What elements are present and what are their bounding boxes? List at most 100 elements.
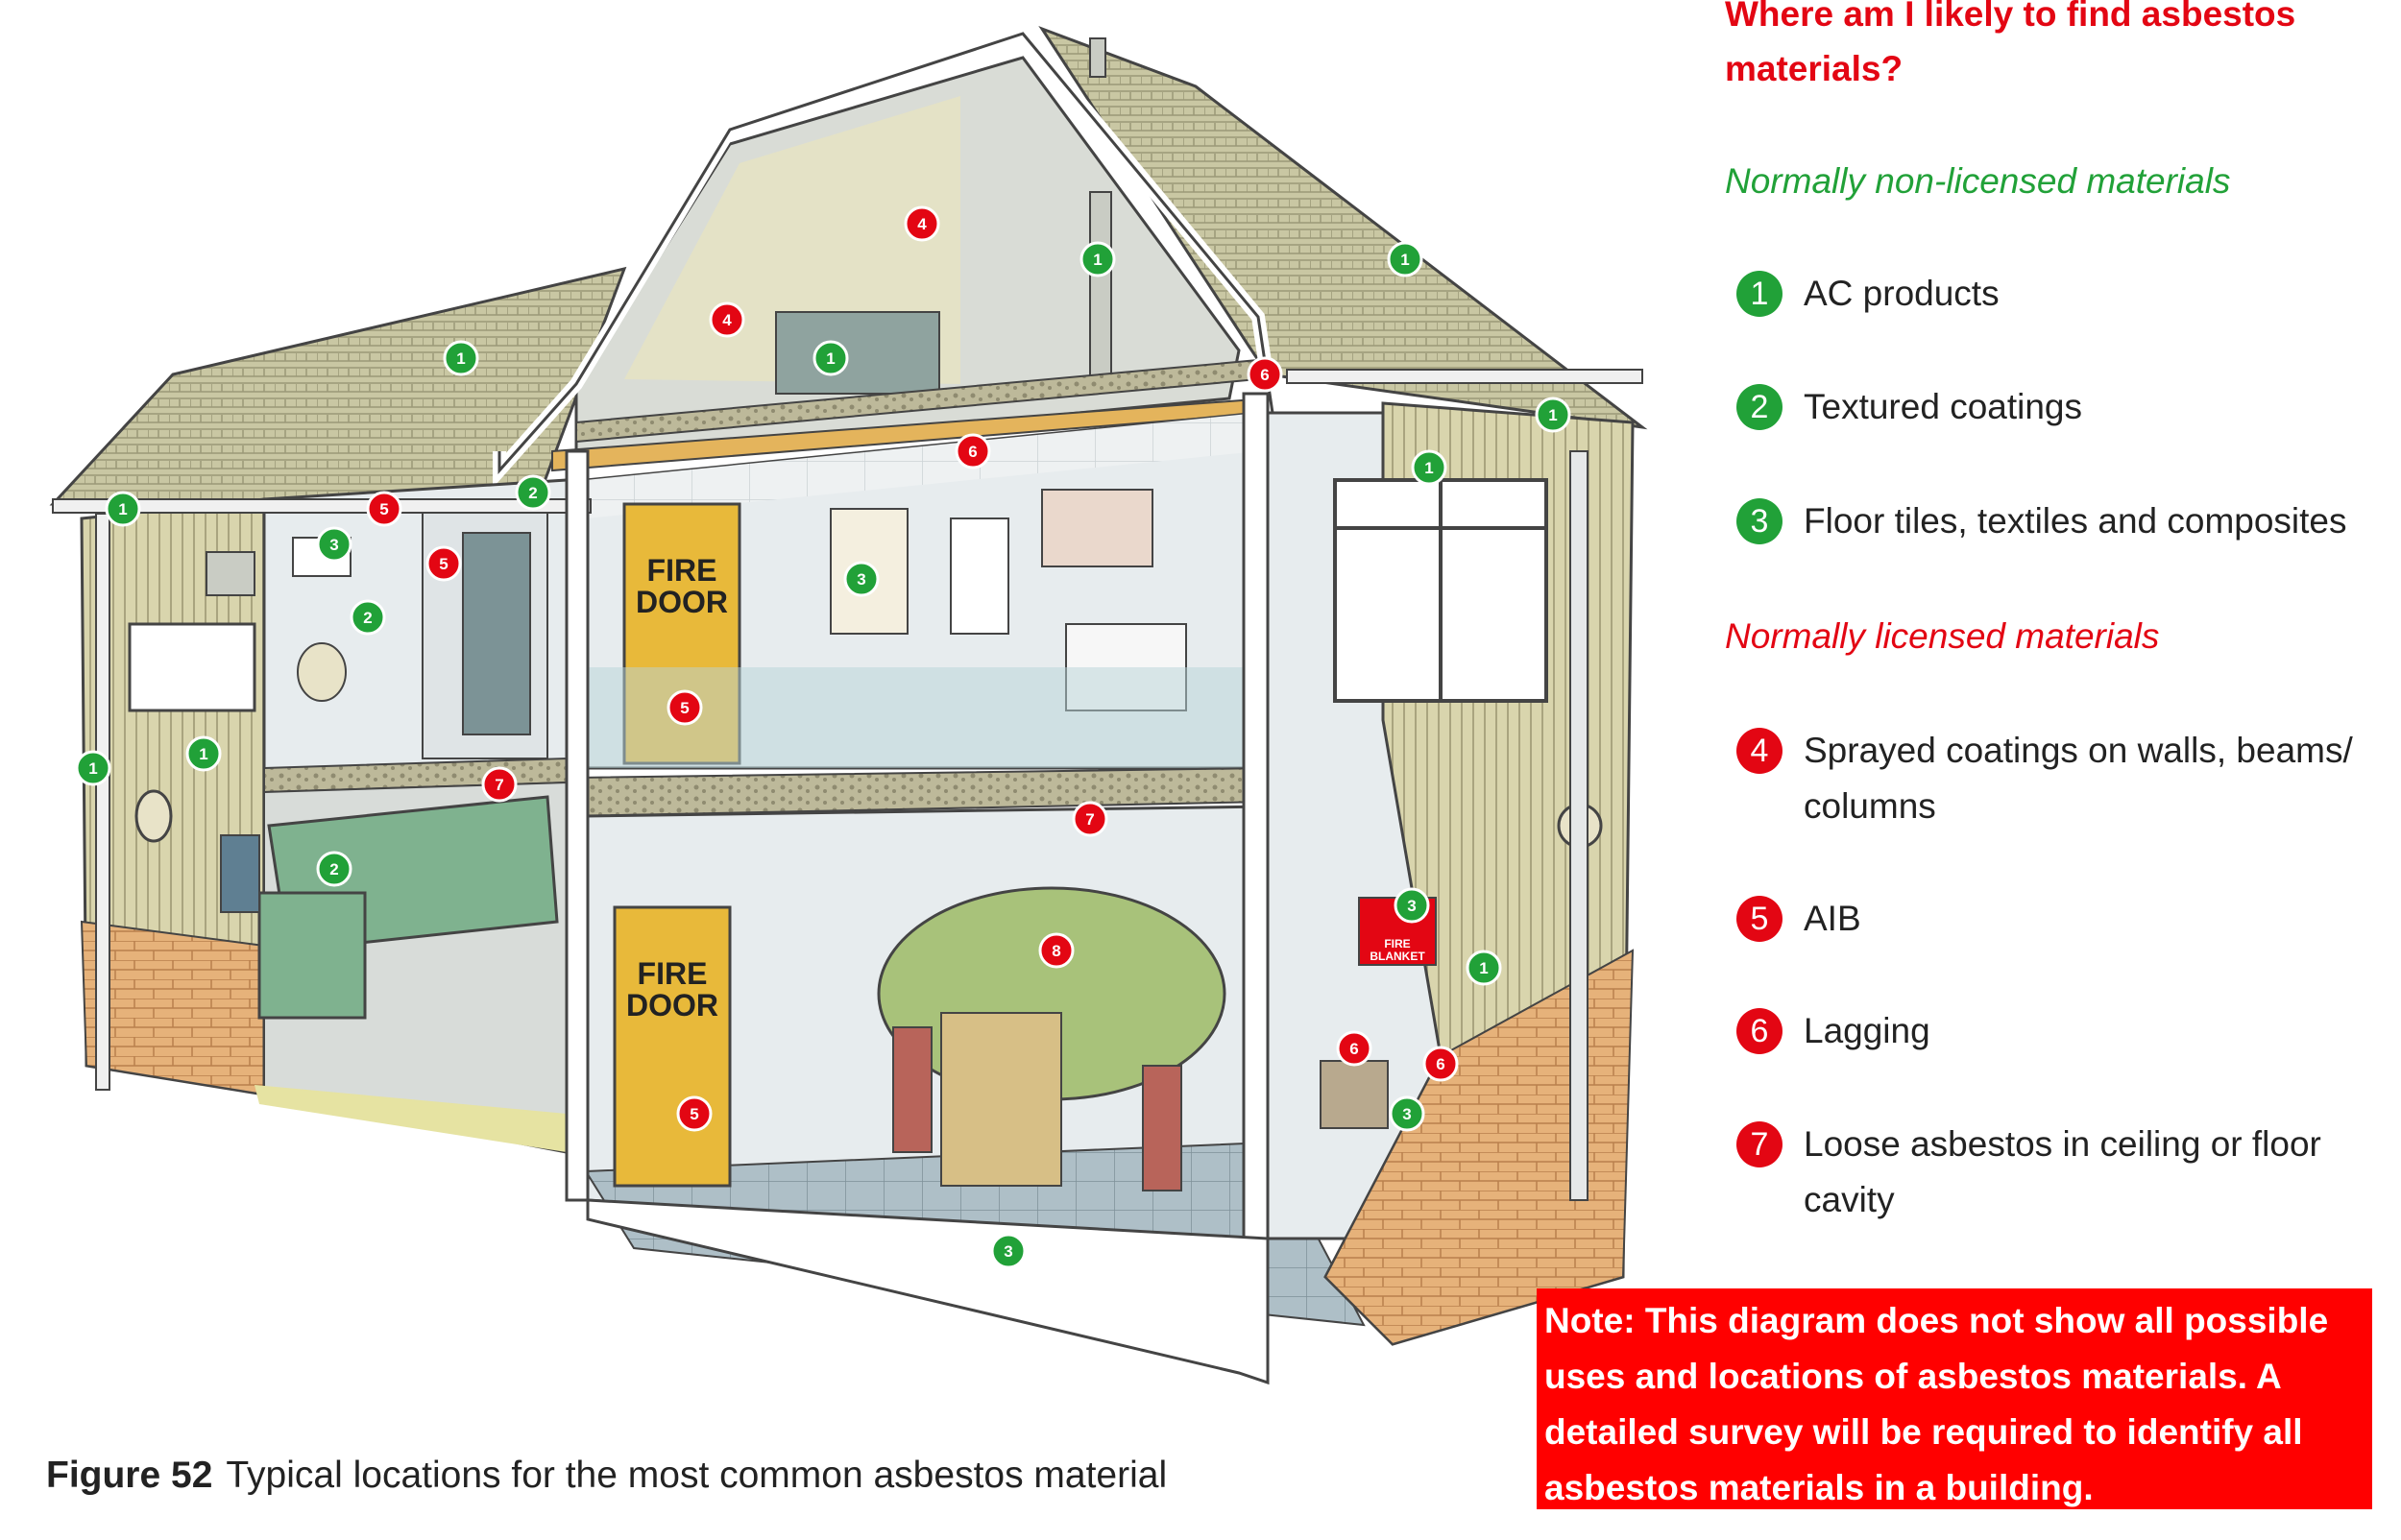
- svg-text:3: 3: [857, 570, 865, 589]
- legend-label-6: Lagging: [1804, 1011, 1930, 1050]
- svg-text:6: 6: [968, 443, 977, 461]
- boiler-vent: [220, 834, 260, 913]
- svg-text:1: 1: [1400, 251, 1409, 269]
- wall-vent-round: [134, 789, 173, 843]
- svg-text:1: 1: [456, 349, 465, 368]
- right-brick-base: [1323, 949, 1635, 1346]
- licensed-heading: Normally licensed materials: [1725, 616, 2160, 656]
- right-gutter: [1286, 369, 1643, 384]
- marker-4: 4: [904, 205, 940, 242]
- legend-label-5: AIB: [1804, 899, 1861, 938]
- non-licensed-heading: Normally non-licensed materials: [1725, 161, 2231, 201]
- marker-5: 5: [667, 689, 703, 726]
- legend-item-1: 1 AC products: [1725, 271, 2401, 328]
- marker-6: 6: [1336, 1030, 1372, 1067]
- fire-door-upper-line1: FIRE: [647, 553, 717, 588]
- svg-text:5: 5: [379, 500, 388, 518]
- svg-text:1: 1: [1479, 959, 1488, 977]
- svg-text:1: 1: [1548, 406, 1557, 424]
- legend-label-1: AC products: [1804, 274, 2000, 313]
- marker-5: 5: [425, 545, 462, 582]
- svg-text:8: 8: [1052, 942, 1060, 960]
- marker-3: 3: [1394, 887, 1430, 924]
- marker-6: 6: [955, 433, 991, 469]
- svg-text:5: 5: [680, 699, 689, 717]
- figure-number: Figure 52: [46, 1455, 213, 1496]
- svg-text:7: 7: [1085, 810, 1094, 829]
- legend-item-6: 6 Lagging: [1725, 1008, 2401, 1066]
- tank-support-right: [1142, 1065, 1182, 1191]
- legend-label-7: Loose asbestos in ceiling or floor cavit…: [1804, 1124, 2321, 1219]
- marker-1: 1: [1411, 449, 1447, 486]
- left-roof: [49, 266, 627, 506]
- legend-number-4: 4: [1736, 728, 1783, 774]
- svg-text:3: 3: [1402, 1105, 1411, 1123]
- marker-1: 1: [1466, 950, 1502, 986]
- marker-4: 4: [709, 301, 745, 338]
- toilet-seat: [297, 642, 347, 702]
- boiler-room-floor: [255, 1085, 567, 1152]
- legend-number-3: 3: [1736, 498, 1783, 544]
- legend-title: Where am I likely to find asbestos mater…: [1725, 0, 2296, 88]
- svg-text:1: 1: [1093, 251, 1102, 269]
- marker-3: 3: [990, 1233, 1027, 1269]
- note-box: Note: This diagram does not show all pos…: [1537, 1288, 2372, 1509]
- marker-2: 2: [350, 599, 386, 636]
- attic-water-tank: [775, 311, 940, 395]
- downpipe-right: [1569, 450, 1589, 1201]
- marker-3: 3: [1389, 1095, 1425, 1132]
- legend-item-7: 7 Loose asbestos in ceiling or floor cav…: [1725, 1121, 2401, 1237]
- legend-number-7: 7: [1736, 1121, 1783, 1167]
- frame-base: [586, 1198, 1270, 1385]
- legend-number-2: 2: [1736, 384, 1783, 430]
- svg-text:6: 6: [1260, 366, 1269, 384]
- legend-number-5: 5: [1736, 896, 1783, 942]
- right-roof: [1038, 25, 1648, 430]
- figure-caption-text: Typical locations for the most common as…: [226, 1455, 1168, 1496]
- marker-1: 1: [1535, 397, 1571, 433]
- svg-text:1: 1: [88, 759, 97, 778]
- legend-number-6: 6: [1736, 1008, 1783, 1054]
- first-floor-ceiling: [586, 413, 1258, 518]
- legend-item-2: 2 Textured coatings: [1725, 384, 2401, 442]
- svg-text:7: 7: [495, 776, 503, 794]
- legend-item-3: 3 Floor tiles, textiles and composites: [1725, 498, 2401, 556]
- fire-door-lower: [613, 905, 732, 1188]
- attic-flue: [1089, 191, 1112, 390]
- svg-text:2: 2: [329, 860, 338, 878]
- svg-text:3: 3: [1004, 1242, 1012, 1261]
- markers: 1 1 1 1 1 1 1 1 1 1 2 2 2 3 3 3 3 3 4 4 …: [75, 205, 1571, 1269]
- left-gutter: [52, 498, 592, 514]
- legend-label-3: Floor tiles, textiles and composites: [1804, 501, 2347, 541]
- fire-door-lower-line2: DOOR: [626, 988, 718, 1023]
- svg-text:4: 4: [722, 311, 732, 329]
- svg-text:6: 6: [1436, 1055, 1444, 1073]
- frame-post-left: [565, 449, 590, 1202]
- marker-1: 1: [812, 340, 849, 376]
- svg-text:6: 6: [1349, 1040, 1358, 1058]
- svg-text:5: 5: [690, 1105, 698, 1123]
- marker-1: 1: [105, 491, 141, 527]
- marker-1: 1: [1079, 241, 1116, 277]
- chimney-flue-top: [1089, 37, 1106, 78]
- frame-post-right: [1242, 392, 1270, 1375]
- svg-text:3: 3: [329, 536, 338, 554]
- vent-grille: [206, 551, 255, 596]
- marker-1: 1: [443, 340, 479, 376]
- svg-text:1: 1: [1424, 459, 1433, 477]
- svg-text:3: 3: [1407, 897, 1416, 915]
- svg-text:4: 4: [917, 215, 927, 233]
- svg-text:1: 1: [118, 500, 127, 518]
- svg-text:2: 2: [528, 484, 537, 502]
- marker-3: 3: [316, 526, 352, 563]
- svg-text:5: 5: [439, 555, 448, 573]
- marker-5: 5: [676, 1095, 713, 1132]
- legend-item-4: 4 Sprayed coatings on walls, beams/ colu…: [1725, 728, 2401, 843]
- fire-blanket-line1: FIRE: [1384, 937, 1410, 950]
- cabinet: [940, 1012, 1062, 1187]
- marker-5: 5: [366, 491, 402, 527]
- downpipe-left: [95, 513, 110, 1091]
- marker-7: 7: [481, 766, 518, 803]
- marker-3: 3: [843, 561, 880, 597]
- legend-item-5: 5 AIB: [1725, 896, 2401, 953]
